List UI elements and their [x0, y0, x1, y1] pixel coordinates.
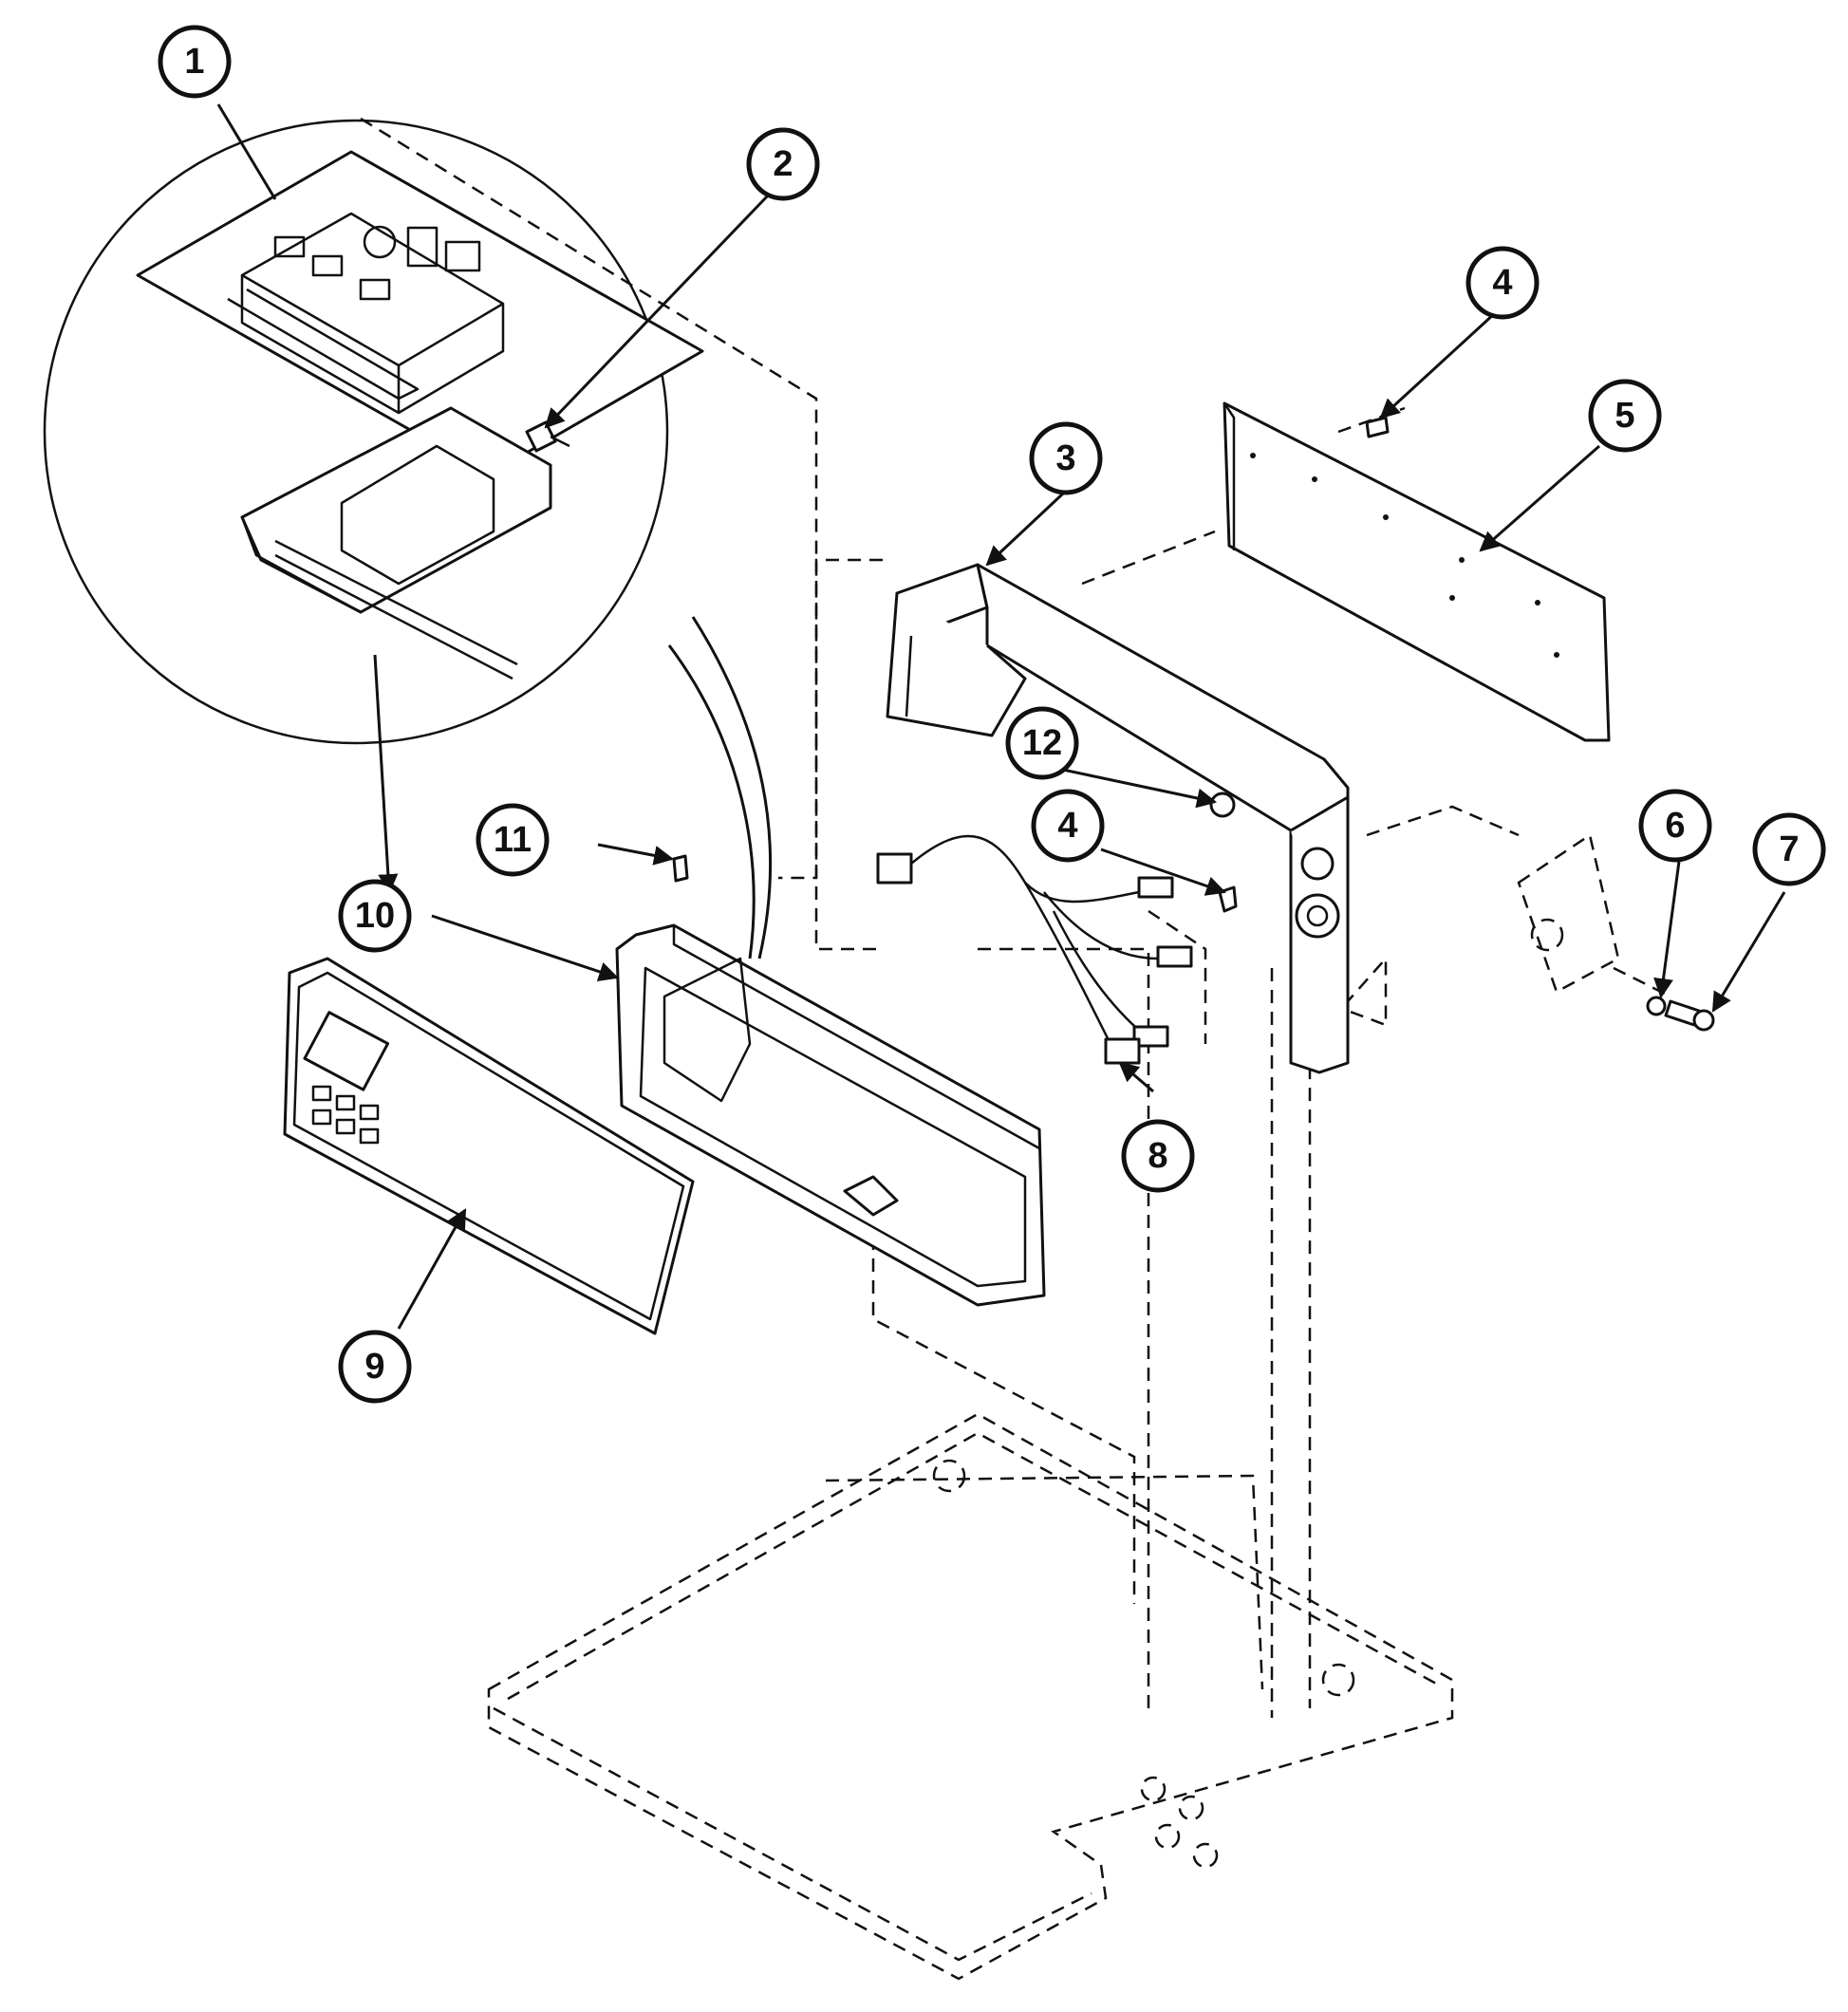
assembly-guide-lines — [360, 117, 1671, 1718]
screw-small — [672, 854, 689, 883]
svg-text:5: 5 — [1615, 396, 1634, 436]
svg-text:10: 10 — [355, 896, 395, 936]
console-panel — [615, 923, 1046, 1307]
callout-9: 9 — [338, 1330, 412, 1404]
svg-text:4: 4 — [1492, 263, 1512, 303]
svg-text:9: 9 — [364, 1347, 384, 1387]
cabinet-top-ghost — [487, 1412, 1454, 1981]
svg-text:8: 8 — [1148, 1136, 1167, 1176]
callout-10: 10 — [338, 879, 412, 953]
back-panel — [1223, 401, 1611, 742]
callout-5: 5 — [1588, 379, 1662, 453]
callout-6: 6 — [1638, 789, 1712, 863]
svg-text:3: 3 — [1055, 438, 1075, 478]
callout-4-mid: 4 — [1031, 789, 1105, 863]
leader-lines — [216, 103, 1786, 1330]
callout-3: 3 — [1029, 421, 1103, 495]
svg-text:7: 7 — [1779, 829, 1799, 869]
callout-12: 12 — [1005, 706, 1079, 780]
screw-top — [1365, 416, 1390, 438]
console-bracket-detail — [240, 406, 552, 680]
callout-7: 7 — [1752, 812, 1826, 886]
nut — [1646, 996, 1667, 1016]
console-housing — [886, 563, 1350, 1074]
callout-11: 11 — [476, 803, 550, 877]
control-board — [136, 150, 704, 476]
callout-2: 2 — [746, 127, 820, 201]
callout-8: 8 — [1121, 1119, 1195, 1193]
wire-harness — [876, 834, 1193, 1065]
detail-magnifier — [43, 119, 773, 959]
svg-text:12: 12 — [1022, 723, 1062, 763]
svg-text:11: 11 — [494, 820, 532, 860]
side-bracket — [1517, 832, 1620, 994]
callout-1: 1 — [158, 25, 232, 99]
screw-detail — [525, 420, 570, 453]
callout-4-top: 4 — [1465, 246, 1540, 320]
bolt — [1664, 999, 1715, 1032]
clip — [1209, 792, 1236, 818]
svg-text:2: 2 — [773, 144, 793, 184]
control-overlay — [283, 957, 695, 1335]
svg-text:4: 4 — [1057, 806, 1077, 846]
svg-text:1: 1 — [184, 42, 204, 82]
svg-text:6: 6 — [1665, 806, 1685, 846]
